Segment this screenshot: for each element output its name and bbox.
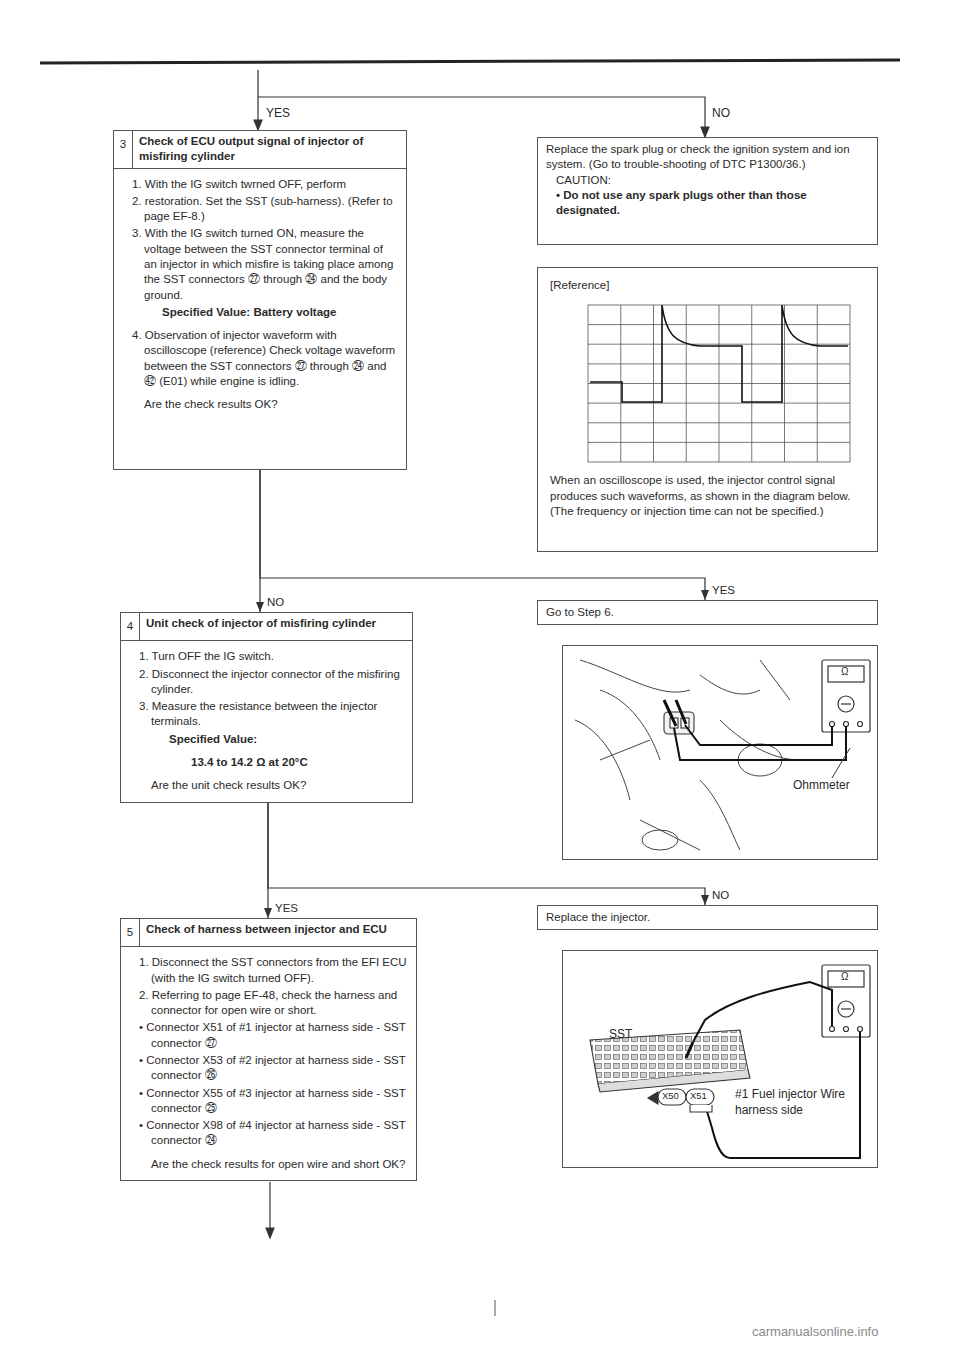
action-box: Replace the spark plug or check the igni… [537, 137, 878, 245]
figure-label: #1 Fuel injector Wire harness side [735, 1087, 871, 1119]
ohm-symbol: Ω [841, 971, 848, 982]
figure-frame: SST #1 Fuel injector Wire harness side [562, 950, 878, 1168]
specified-value: Specified Value: [139, 732, 404, 747]
harness-connector-symbol [648, 1089, 714, 1112]
reference-box: [Reference] When an oscilloscope is used,… [537, 267, 878, 552]
arrowhead [701, 895, 709, 905]
box-content: Replace the spark plug or check the igni… [538, 138, 877, 222]
reference-note: When an oscilloscope is used, the inject… [550, 473, 867, 519]
figure-label: Ohmmeter [793, 778, 873, 794]
instruction: 2. Referring to page EF-48, check the ha… [139, 988, 408, 1019]
ohmmeter-symbol [822, 660, 870, 732]
step-number: 3 [114, 131, 133, 168]
arrowhead [264, 908, 272, 918]
instruction: • Connector X53 of #2 injector at harnes… [139, 1053, 408, 1084]
engine-sketch [575, 660, 800, 850]
instruction: 1. Turn OFF the IG switch. [139, 649, 404, 664]
leader-line [832, 748, 850, 778]
action-text: Replace the spark plug or check the igni… [546, 142, 869, 173]
instruction: • Connector X98 of #4 injector at harnes… [139, 1118, 408, 1149]
instruction: 3. With the IG switch turned ON, measure… [132, 226, 398, 302]
figure-frame: Ohmmeter [562, 645, 878, 860]
instruction: • Connector X55 of #3 injector at harnes… [139, 1086, 408, 1117]
box-content: [Reference] When an oscilloscope is used,… [538, 268, 877, 527]
flow-connector [268, 803, 709, 905]
outgoing-flow-line [266, 1182, 274, 1238]
branch-label: YES [266, 106, 290, 120]
branch-label: NO [710, 889, 731, 902]
step-body: 1. Disconnect the SST connectors from th… [121, 947, 416, 1180]
instruction: 2. restoration. Set the SST (sub-harness… [132, 194, 398, 225]
step-title: Check of ECU output signal of injector o… [133, 131, 406, 168]
injector-waveform [590, 305, 848, 402]
step-box: 5Check of harness between injector and E… [120, 918, 417, 1181]
question: Are the check results for open wire and … [139, 1157, 408, 1172]
specified-value: Specified Value: Battery voltage [132, 305, 398, 320]
step-header: 5Check of harness between injector and E… [121, 919, 416, 947]
branch-label: NO [712, 106, 730, 120]
step-number: 5 [121, 919, 140, 946]
box-content: Go to Step 6. [538, 601, 877, 624]
action-text: Replace the injector. [546, 910, 869, 925]
flow-connector [260, 470, 709, 600]
incoming-flow-line [254, 70, 709, 137]
test-leads [664, 700, 846, 760]
step-body: 1. Turn OFF the IG switch. 2. Disconnect … [121, 641, 412, 801]
waveform-space [550, 293, 867, 473]
step-number: 4 [121, 613, 140, 640]
figure-label: SST [609, 1027, 649, 1043]
step-header: 3Check of ECU output signal of injector … [114, 131, 406, 169]
box-content: Replace the injector. [538, 906, 877, 929]
instruction: 3. Measure the resistance between the in… [139, 699, 404, 730]
page-mark [495, 1300, 496, 1316]
branch-label: YES [710, 584, 737, 597]
branch-label: NO [265, 596, 286, 609]
caution-heading: CAUTION: [546, 173, 869, 188]
step-box: 3Check of ECU output signal of injector … [113, 130, 407, 470]
ohmmeter-symbol [822, 965, 870, 1037]
connector-line [268, 803, 705, 905]
connector-code: X50 [662, 1090, 679, 1101]
specified-value: 13.4 to 14.2 Ω at 20°C [139, 755, 404, 770]
instruction: 2. Disconnect the injector connector of … [139, 667, 404, 698]
action-text: Go to Step 6. [546, 605, 869, 620]
connector-line [260, 470, 705, 600]
watermark: carmanualsonline.info [752, 1324, 878, 1339]
connector-code: X51 [690, 1090, 707, 1101]
action-box: Replace the injector. [537, 905, 878, 930]
instruction: 4. Observation of injector waveform with… [132, 328, 398, 389]
action-box: Go to Step 6. [537, 600, 878, 625]
question: Are the unit check results OK? [139, 778, 404, 793]
instruction: 1. Disconnect the SST connectors from th… [139, 955, 408, 986]
step-header: 4Unit check of injector of misfiring cyl… [121, 613, 412, 641]
instruction: 1. With the IG switch twrned OFF, perfor… [132, 177, 398, 192]
arrowhead [256, 602, 264, 612]
step-box: 4Unit check of injector of misfiring cyl… [120, 612, 413, 803]
instruction: • Connector X51 of #1 injector at harnes… [139, 1020, 408, 1051]
test-leads [686, 982, 860, 1158]
step-title: Unit check of injector of misfiring cyli… [140, 613, 382, 640]
caution-text: • Do not use any spark plugs other than … [546, 188, 869, 219]
arrowhead [701, 590, 709, 600]
waveform-grid [588, 305, 850, 462]
page-rule [40, 60, 900, 63]
question: Are the check results OK? [132, 397, 398, 412]
step-body: 1. With the IG switch twrned OFF, perfor… [114, 169, 406, 421]
step-title: Check of harness between injector and EC… [140, 919, 393, 946]
ohm-symbol: Ω [841, 666, 848, 677]
reference-heading: [Reference] [550, 278, 867, 293]
branch-label: YES [273, 902, 300, 915]
